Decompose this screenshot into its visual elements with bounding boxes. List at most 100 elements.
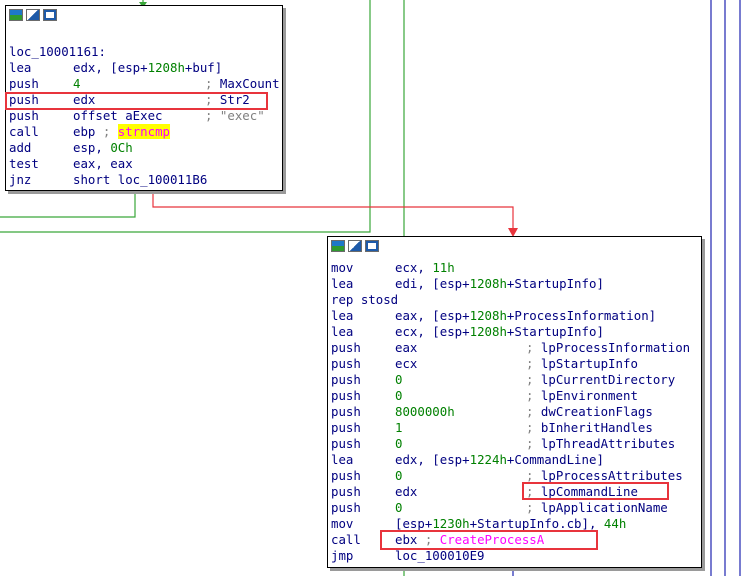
operand[interactable]: eax <box>395 340 417 356</box>
operand[interactable]: esp, 0Ch <box>73 140 133 156</box>
operand[interactable]: 0 <box>395 388 402 404</box>
operand-part: 1 <box>395 420 403 435</box>
comment-part: lpEnvironment <box>540 388 638 403</box>
graph-list-icon[interactable] <box>365 240 379 252</box>
operand[interactable]: short loc_100011B6 <box>73 172 207 188</box>
mnemonic: call <box>331 532 361 547</box>
comment-part: ; <box>526 484 541 499</box>
comment-part: ; <box>205 76 220 91</box>
comment-part: lpThreadAttributes <box>540 436 676 451</box>
operand[interactable]: edi, [esp+1208h+StartupInfo] <box>395 276 604 292</box>
operand[interactable]: loc_100010E9 <box>395 548 485 564</box>
mnemonic: mov <box>331 516 354 531</box>
operand-part: +StartupInfo] <box>506 324 604 339</box>
edge-arrow-red <box>508 228 518 237</box>
edge-red <box>152 190 514 232</box>
comment: ; lpEnvironment <box>526 388 638 404</box>
comment-part: ; <box>526 388 541 403</box>
operand-part: 0 <box>395 388 403 403</box>
function-name[interactable]: CreateProcessA <box>439 532 545 547</box>
operand-part: +CommandLine] <box>506 452 604 467</box>
mnemonic: push <box>9 92 39 107</box>
mnemonic: push <box>331 436 361 451</box>
operand[interactable]: 0 <box>395 372 402 388</box>
comment-part: ; <box>526 468 541 483</box>
block-header <box>331 240 379 256</box>
operand[interactable]: ebp ; strncmp <box>73 124 170 140</box>
mnemonic: lea <box>331 308 354 323</box>
annotation-box-str2 <box>5 92 268 110</box>
comment-part: Str2 <box>219 92 250 107</box>
comment-part: lpStartupInfo <box>540 356 638 371</box>
graph-list-icon[interactable] <box>43 9 57 21</box>
function-name[interactable]: strncmp <box>117 124 170 139</box>
operand-part: , <box>588 516 604 531</box>
mnemonic: test <box>9 156 39 171</box>
operand-part: 8000000h <box>395 404 455 419</box>
comment: ; lpApplicationName <box>526 500 668 516</box>
mnemonic: mov <box>331 260 354 275</box>
comment-part: ; <box>526 404 541 419</box>
operand-part: offset aExec <box>73 108 163 123</box>
operand-part: [esp+ <box>395 516 433 531</box>
operand-part: 0 <box>395 372 403 387</box>
mnemonic: push <box>331 404 361 419</box>
operand-part: 0 <box>395 468 403 483</box>
comment: ; dwCreationFlags <box>526 404 653 420</box>
operand[interactable]: ecx <box>395 356 417 372</box>
comment-part: ; <box>205 108 220 123</box>
operand-part: edi, [esp+ <box>395 276 470 291</box>
comment: ; Str2 <box>205 92 250 108</box>
operand[interactable]: 4 <box>73 76 80 92</box>
operand[interactable]: 1 <box>395 420 402 436</box>
comment: ; "exec" <box>205 108 265 124</box>
operand[interactable]: edx <box>395 484 417 500</box>
graph-color-icon[interactable] <box>331 240 345 252</box>
operand-part: loc_100010E9 <box>395 548 485 563</box>
operand-part: 1208h <box>469 276 507 291</box>
operand[interactable]: edx, [esp+1208h+buf] <box>73 60 222 76</box>
mnemonic: push <box>331 484 361 499</box>
comment-part: "exec" <box>219 108 265 123</box>
operand-part: 1230h <box>432 516 470 531</box>
operand[interactable]: eax, eax <box>73 156 133 172</box>
comment: ; lpProcessAttributes <box>526 468 683 484</box>
code-label[interactable]: loc_10001161: <box>9 44 106 60</box>
operand[interactable]: eax, [esp+1208h+ProcessInformation] <box>395 308 656 324</box>
operand[interactable]: ebx ; CreateProcessA <box>395 532 544 548</box>
mnemonic: push <box>9 108 39 123</box>
operand[interactable]: edx, [esp+1224h+CommandLine] <box>395 452 604 468</box>
operand-part: +StartupInfo.cb] <box>469 516 589 531</box>
operand[interactable]: 0 <box>395 468 402 484</box>
operand-part: 0 <box>395 436 403 451</box>
mnemonic: push <box>331 468 361 483</box>
comment-part: ; <box>526 340 541 355</box>
graph-rename-icon[interactable] <box>348 240 362 252</box>
block-header <box>9 9 57 25</box>
operand-part: ecx, <box>395 260 433 275</box>
operand[interactable]: 0 <box>395 436 402 452</box>
mnemonic: push <box>331 388 361 403</box>
operand[interactable]: offset aExec <box>73 108 163 124</box>
operand[interactable]: [esp+1230h+StartupInfo.cb], 44h <box>395 516 626 532</box>
operand[interactable]: 0 <box>395 500 402 516</box>
graph-color-icon[interactable] <box>9 9 23 21</box>
operand-part: 1208h <box>147 60 185 75</box>
operand[interactable]: edx <box>73 92 95 108</box>
comment: ; lpThreadAttributes <box>526 436 675 452</box>
operand-part: ecx <box>395 356 418 371</box>
comment-part: bInheritHandles <box>540 420 653 435</box>
mnemonic: push <box>331 372 361 387</box>
mnemonic: rep stosd <box>331 292 399 307</box>
operand-part: esp, <box>73 140 111 155</box>
operand[interactable]: ecx, 11h <box>395 260 455 276</box>
comment-part: lpCommandLine <box>540 484 638 499</box>
comment-part: lpApplicationName <box>540 500 668 515</box>
operand[interactable]: 8000000h <box>395 404 455 420</box>
label-text[interactable]: loc_10001161: <box>9 44 106 59</box>
comment-part: lpCurrentDirectory <box>540 372 676 387</box>
operand[interactable]: ecx, [esp+1208h+StartupInfo] <box>395 324 604 340</box>
graph-rename-icon[interactable] <box>26 9 40 21</box>
